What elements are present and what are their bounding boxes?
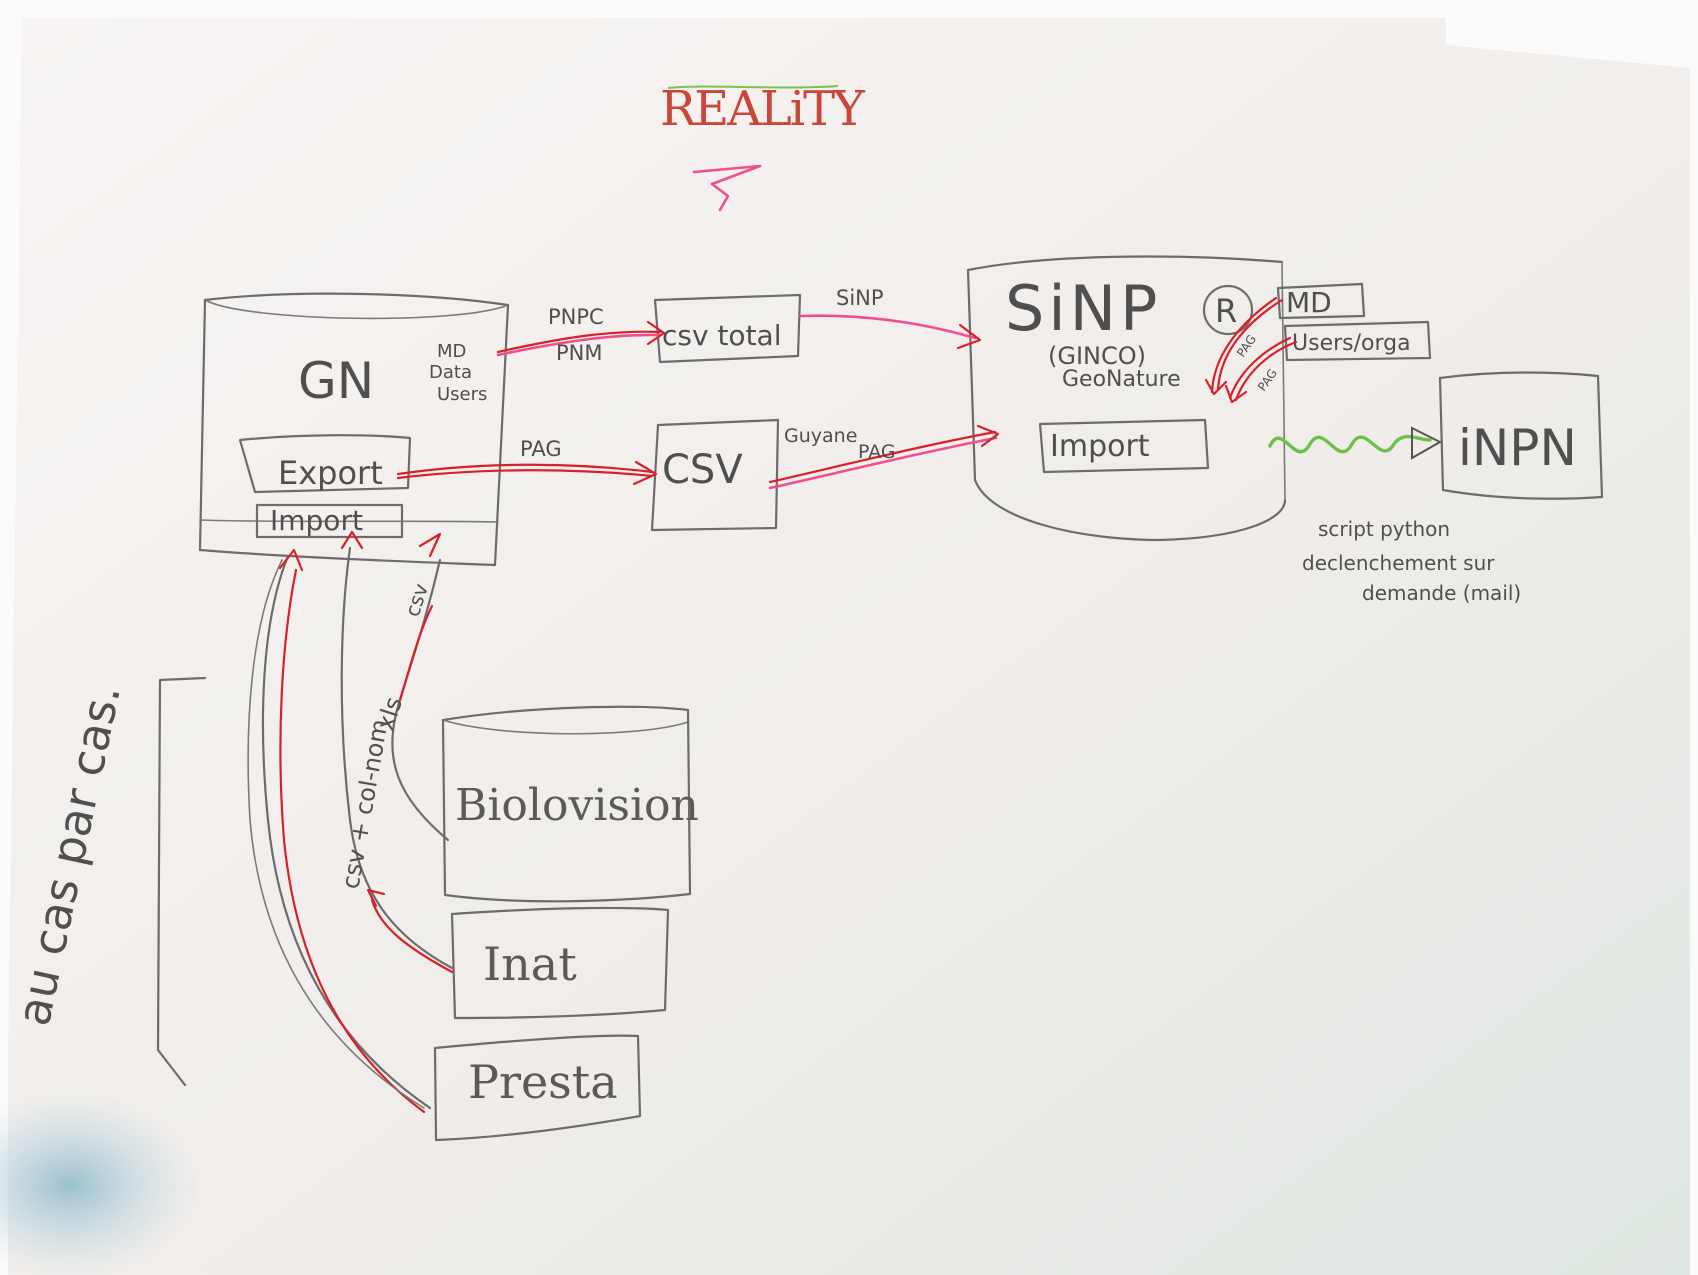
arrow-inat-to-import — [340, 530, 454, 974]
inat-box — [450, 906, 670, 1020]
inpn-database — [1438, 371, 1604, 500]
biolovision-label: Biolovision — [455, 780, 699, 831]
users-orga-box — [1283, 320, 1432, 362]
csv-total-box — [653, 293, 802, 364]
edge-label-pag-csv: PAG — [858, 441, 896, 463]
paper-sheet — [8, 18, 1690, 1275]
title-zigzag — [692, 164, 762, 212]
md-box-label: MD — [1286, 286, 1332, 319]
arrow-sinp-to-inpn — [1268, 426, 1443, 460]
edge-label-pnpc: PNPC — [548, 305, 604, 329]
arrow-csv-to-sinp-import — [768, 424, 1000, 490]
side-bracket — [156, 676, 207, 1087]
gn-data-label: Data — [429, 362, 472, 383]
sinp-import-box — [1038, 418, 1210, 474]
csv-box — [650, 418, 780, 532]
title-green-stroke — [667, 85, 839, 89]
title: REALiTY — [660, 81, 866, 137]
edge-label-guyane: Guyane — [784, 425, 857, 447]
script-note-line1: script python — [1318, 517, 1450, 541]
inat-label: Inat — [483, 937, 577, 991]
arrow-csv-total-to-sinp — [798, 314, 982, 350]
arrow-presta-to-import — [261, 548, 432, 1114]
users-orga-label: Users/orga — [1292, 331, 1411, 356]
gn-export-label: Export — [278, 454, 383, 492]
gn-label: GN — [298, 352, 374, 410]
sinp-badge: R — [1215, 292, 1237, 330]
arrow-presta-second-line — [247, 559, 425, 1109]
edge-label-sinp: SiNP — [836, 286, 884, 310]
inpn-label: iNPN — [1458, 419, 1577, 477]
sinp-badge-circle — [1202, 284, 1254, 336]
script-note-line3: demande (mail) — [1362, 581, 1521, 605]
gn-import-box — [255, 503, 404, 539]
sinp-ginco-label: (GINCO) — [1048, 342, 1146, 370]
arrow-export-to-csv — [396, 460, 658, 486]
arrow-users-to-sinp — [1224, 336, 1298, 404]
edge-label-pnm: PNM — [556, 341, 603, 365]
csv-label: CSV — [662, 447, 743, 493]
sinp-geonature-label: GeoNature — [1062, 367, 1181, 392]
paper-shadow — [0, 1090, 200, 1275]
biolovision-database — [441, 705, 692, 903]
gn-users-label: Users — [437, 384, 487, 405]
gn-database — [198, 292, 510, 567]
sinp-database — [966, 255, 1287, 542]
gn-md-label: MD — [437, 341, 466, 362]
gn-import-label: Import — [270, 504, 363, 537]
arrow-biolovision-to-import — [391, 532, 450, 842]
presta-box — [433, 1034, 642, 1142]
md-box — [1276, 282, 1366, 320]
script-note-line2: declenchement sur — [1302, 551, 1495, 575]
presta-label: Presta — [468, 1055, 618, 1109]
arrow-md-to-sinp — [1204, 296, 1284, 396]
gn-export-box — [238, 434, 412, 494]
sinp-import-label: Import — [1050, 429, 1150, 464]
arrow-gn-to-csv-total — [496, 320, 666, 357]
sinp-label: SiNP — [1005, 272, 1161, 345]
csv-total-label: csv total — [662, 319, 781, 352]
edge-label-pag-export: PAG — [520, 437, 562, 461]
